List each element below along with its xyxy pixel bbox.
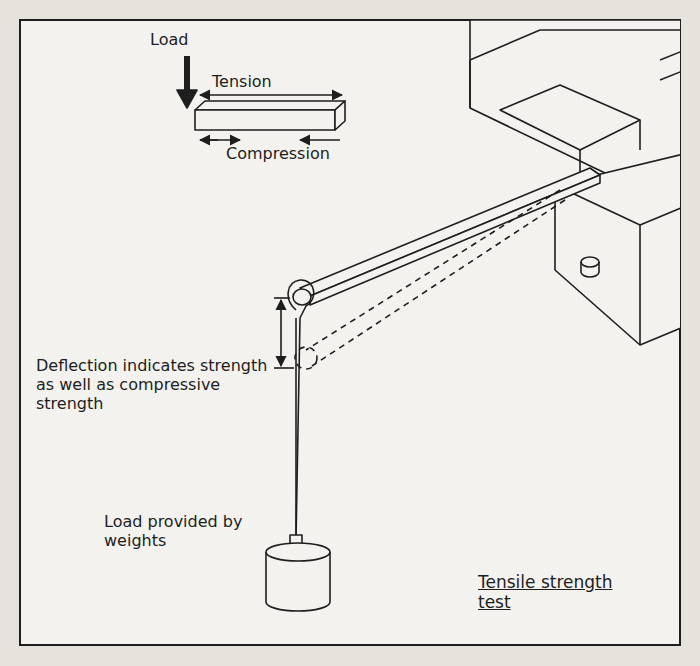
weights-note: Load provided by weights	[104, 512, 260, 550]
compression-arrow	[300, 139, 340, 141]
deflected-position	[295, 190, 565, 369]
deflection-arrow	[274, 298, 294, 368]
compression-arrow	[200, 139, 240, 141]
caption: Tensile strength test	[478, 572, 628, 613]
deflection-note: Deflection indicates strength as well as…	[36, 356, 268, 414]
compression-label: Compression	[226, 144, 366, 163]
beam	[195, 101, 345, 130]
tension-label: Tension	[212, 72, 322, 91]
load-label: Load	[150, 30, 240, 49]
test-piece	[293, 168, 600, 305]
load-arrow	[177, 56, 197, 108]
frame	[20, 20, 680, 645]
hook	[288, 280, 314, 540]
weight	[266, 535, 330, 611]
tension-arrow	[200, 94, 342, 96]
